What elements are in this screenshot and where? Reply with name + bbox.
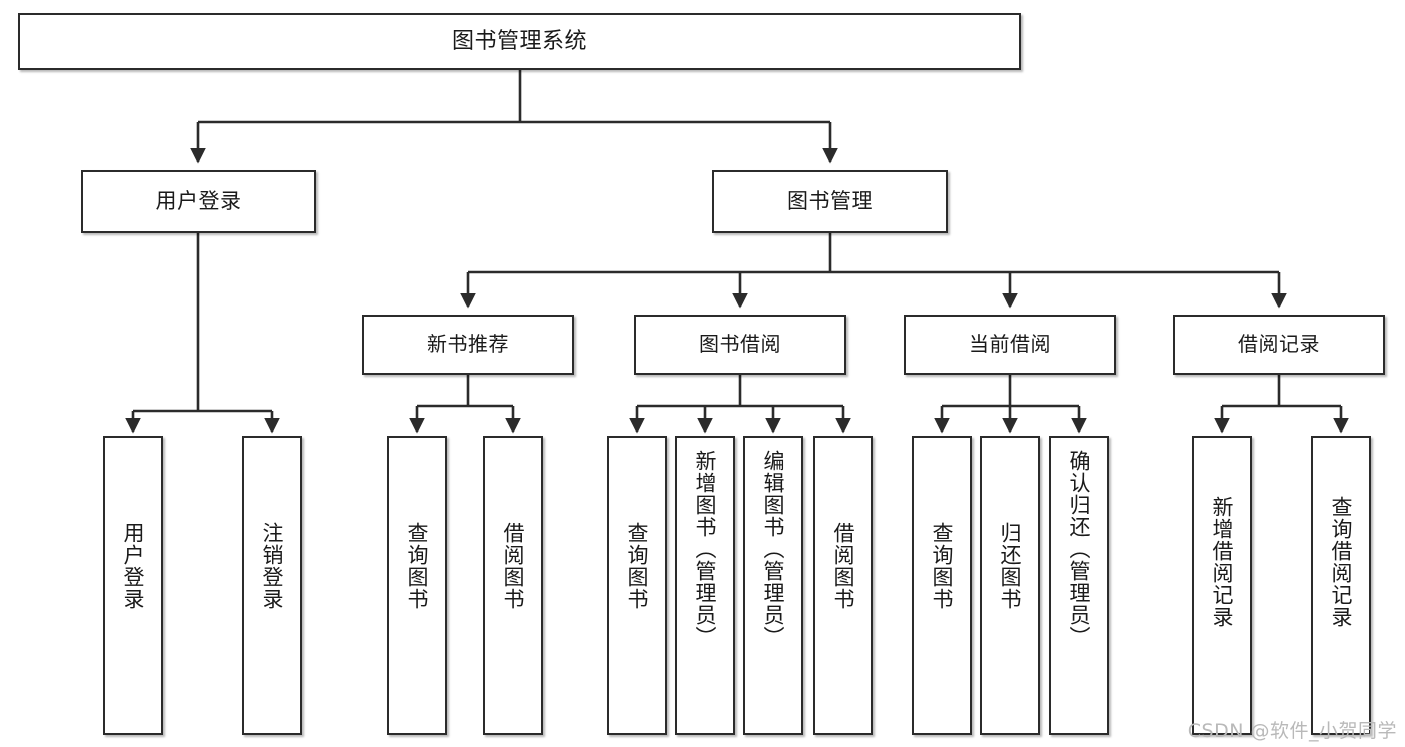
node-label: 图书管理系统 <box>451 28 587 54</box>
leaf-borrow-record-add[interactable]: 新增借阅记录 <box>1192 436 1252 735</box>
watermark-text: CSDN @软件_小贺同学 <box>1187 720 1397 742</box>
node-book-borrow[interactable]: 图书借阅 <box>634 315 846 375</box>
node-label: 新增图书（管理员） <box>693 450 718 648</box>
node-label: 用户登录 <box>121 522 146 610</box>
leaf-borrow-record-query[interactable]: 查询借阅记录 <box>1311 436 1371 735</box>
leaf-book-borrow-add[interactable]: 新增图书（管理员） <box>675 436 735 735</box>
leaf-new-book-query[interactable]: 查询图书 <box>387 436 447 735</box>
node-label: 借阅图书 <box>501 522 526 610</box>
leaf-current-borrow-return[interactable]: 归还图书 <box>980 436 1040 735</box>
node-label: 借阅记录 <box>1238 332 1320 357</box>
node-label: 借阅图书 <box>831 522 856 610</box>
node-label: 图书借阅 <box>699 332 781 357</box>
node-label: 确认归还（管理员） <box>1067 450 1092 648</box>
node-root-system[interactable]: 图书管理系统 <box>18 13 1021 70</box>
node-current-borrow[interactable]: 当前借阅 <box>904 315 1116 375</box>
leaf-new-book-borrow[interactable]: 借阅图书 <box>483 436 543 735</box>
leaf-user-login-logout[interactable]: 注销登录 <box>242 436 302 735</box>
leaf-book-borrow-edit[interactable]: 编辑图书（管理员） <box>743 436 803 735</box>
node-label: 归还图书 <box>998 522 1023 610</box>
leaf-book-borrow-query[interactable]: 查询图书 <box>607 436 667 735</box>
node-label: 新书推荐 <box>427 332 509 357</box>
node-label: 当前借阅 <box>969 332 1051 357</box>
node-label: 编辑图书（管理员） <box>761 450 786 648</box>
node-book-management[interactable]: 图书管理 <box>712 170 948 233</box>
node-label: 查询图书 <box>625 522 650 610</box>
node-label: 新增借阅记录 <box>1210 496 1235 628</box>
node-new-book-recommend[interactable]: 新书推荐 <box>362 315 574 375</box>
node-borrow-record[interactable]: 借阅记录 <box>1173 315 1385 375</box>
node-label: 查询借阅记录 <box>1329 496 1354 628</box>
node-label: 注销登录 <box>260 522 285 610</box>
node-label: 查询图书 <box>930 522 955 610</box>
leaf-current-borrow-query[interactable]: 查询图书 <box>912 436 972 735</box>
node-user-login[interactable]: 用户登录 <box>81 170 316 233</box>
node-label: 查询图书 <box>405 522 430 610</box>
leaf-user-login-login[interactable]: 用户登录 <box>103 436 163 735</box>
leaf-book-borrow-borrow[interactable]: 借阅图书 <box>813 436 873 735</box>
leaf-current-borrow-confirm[interactable]: 确认归还（管理员） <box>1049 436 1109 735</box>
node-label: 用户登录 <box>155 189 242 214</box>
node-label: 图书管理 <box>787 189 873 214</box>
